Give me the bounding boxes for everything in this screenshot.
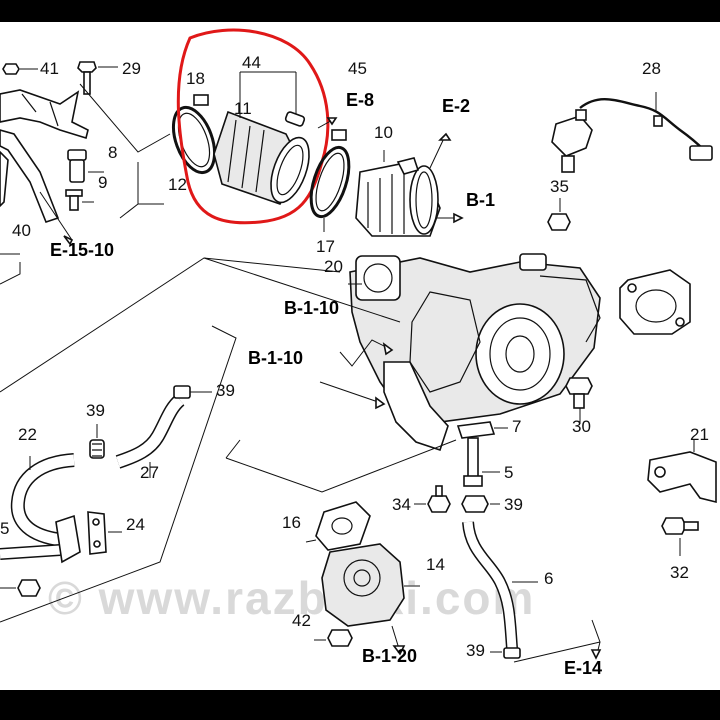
ref-b1: B-1: [466, 190, 495, 210]
leader-b110a: [339, 339, 393, 367]
callout-17: 17: [316, 237, 335, 256]
callout-29: 29: [122, 59, 141, 78]
parts-diagram: © www.razborki.com: [0, 28, 717, 678]
ref-b120: B-1-20: [362, 646, 417, 666]
callout-34: 34: [392, 495, 411, 514]
bolt-30: [565, 377, 593, 424]
ref-e1510: E-15-10: [50, 240, 114, 260]
bolt-left-bottom: [0, 579, 41, 597]
callout-18: 18: [186, 69, 205, 88]
callout-9: 9: [98, 173, 107, 192]
oxygen-sensor-28: [551, 92, 713, 173]
clip-39a: [173, 385, 212, 399]
leader-lower: [225, 439, 457, 493]
intake-pipe-11: [213, 110, 310, 205]
callout-27: 27: [140, 463, 159, 482]
bushing-8: [67, 149, 104, 183]
clamp-17: [309, 129, 351, 232]
bolt-34: [414, 485, 451, 513]
callout-39c: 39: [504, 495, 523, 514]
wastegate-actuator-14: [321, 543, 420, 627]
clamp-45-small: [284, 111, 306, 127]
gasket-16: [305, 501, 371, 551]
spring-clip-39b: [89, 424, 105, 459]
gasket-right: [619, 269, 691, 335]
callout-24: 24: [126, 515, 145, 534]
callout-35: 35: [550, 177, 569, 196]
callout-11: 11: [234, 99, 252, 118]
clamp-18: [171, 94, 217, 175]
callout-41: 41: [40, 59, 59, 78]
callout-30: 30: [572, 417, 591, 436]
gasket-24: [87, 511, 122, 555]
ref-b110b: B-1-10: [248, 348, 303, 368]
callout-44: 44: [242, 53, 261, 72]
bracket-assembly: [0, 89, 89, 285]
callout-20: 20: [324, 257, 343, 276]
leader-e14: [513, 619, 601, 663]
leader-b110b: [319, 381, 385, 405]
callout-12: 12: [168, 175, 187, 194]
callout-14: 14: [426, 555, 445, 574]
leader-bottom-left: [0, 325, 237, 623]
callout-45: 45: [348, 59, 367, 78]
hose-6: [462, 521, 538, 649]
oil-pipe-7: [456, 421, 508, 487]
ref-e14: E-14: [564, 658, 602, 678]
bracket-21: [647, 440, 717, 504]
bolt-41: [2, 63, 38, 75]
watermark: © www.razborki.com: [48, 572, 535, 624]
clip-39d: [490, 647, 521, 659]
callout-8: 8: [108, 143, 117, 162]
callout-5-left: 5: [0, 519, 9, 538]
clip-39c: [461, 495, 500, 513]
callout-22: 22: [18, 425, 37, 444]
hose-27: [115, 394, 185, 478]
ref-b110a: B-1-10: [284, 298, 339, 318]
bolt-32: [661, 517, 699, 556]
leader-e1510: [39, 191, 73, 241]
callout-32: 32: [670, 563, 689, 582]
red-highlight-circle: [176, 28, 330, 225]
turbocharger-20: [348, 253, 601, 452]
leader-44: [239, 71, 297, 118]
callout-21: 21: [690, 425, 709, 444]
hose-10: [355, 150, 441, 237]
callout-7: 7: [512, 417, 521, 436]
callout-39a: 39: [216, 381, 235, 400]
callout-40: 40: [12, 221, 31, 240]
callout-10: 10: [374, 123, 393, 142]
parts-diagram-sheet: © www.razborki.com: [0, 22, 720, 690]
callout-28: 28: [642, 59, 661, 78]
callout-6: 6: [544, 569, 553, 588]
nut-35: [547, 198, 571, 231]
callout-16: 16: [282, 513, 301, 532]
bolt-9: [65, 189, 94, 211]
ref-e2: E-2: [442, 96, 470, 116]
pipe-22: [0, 453, 81, 564]
leader-long-20: [0, 257, 401, 393]
callout-39d: 39: [466, 641, 485, 660]
callout-42: 42: [292, 611, 311, 630]
callout-39b: 39: [86, 401, 105, 420]
ref-e8: E-8: [346, 90, 374, 110]
leader-12: [79, 83, 171, 219]
bolt-29: [77, 61, 118, 95]
bolt-42: [314, 629, 353, 647]
callout-5: 5: [504, 463, 513, 482]
